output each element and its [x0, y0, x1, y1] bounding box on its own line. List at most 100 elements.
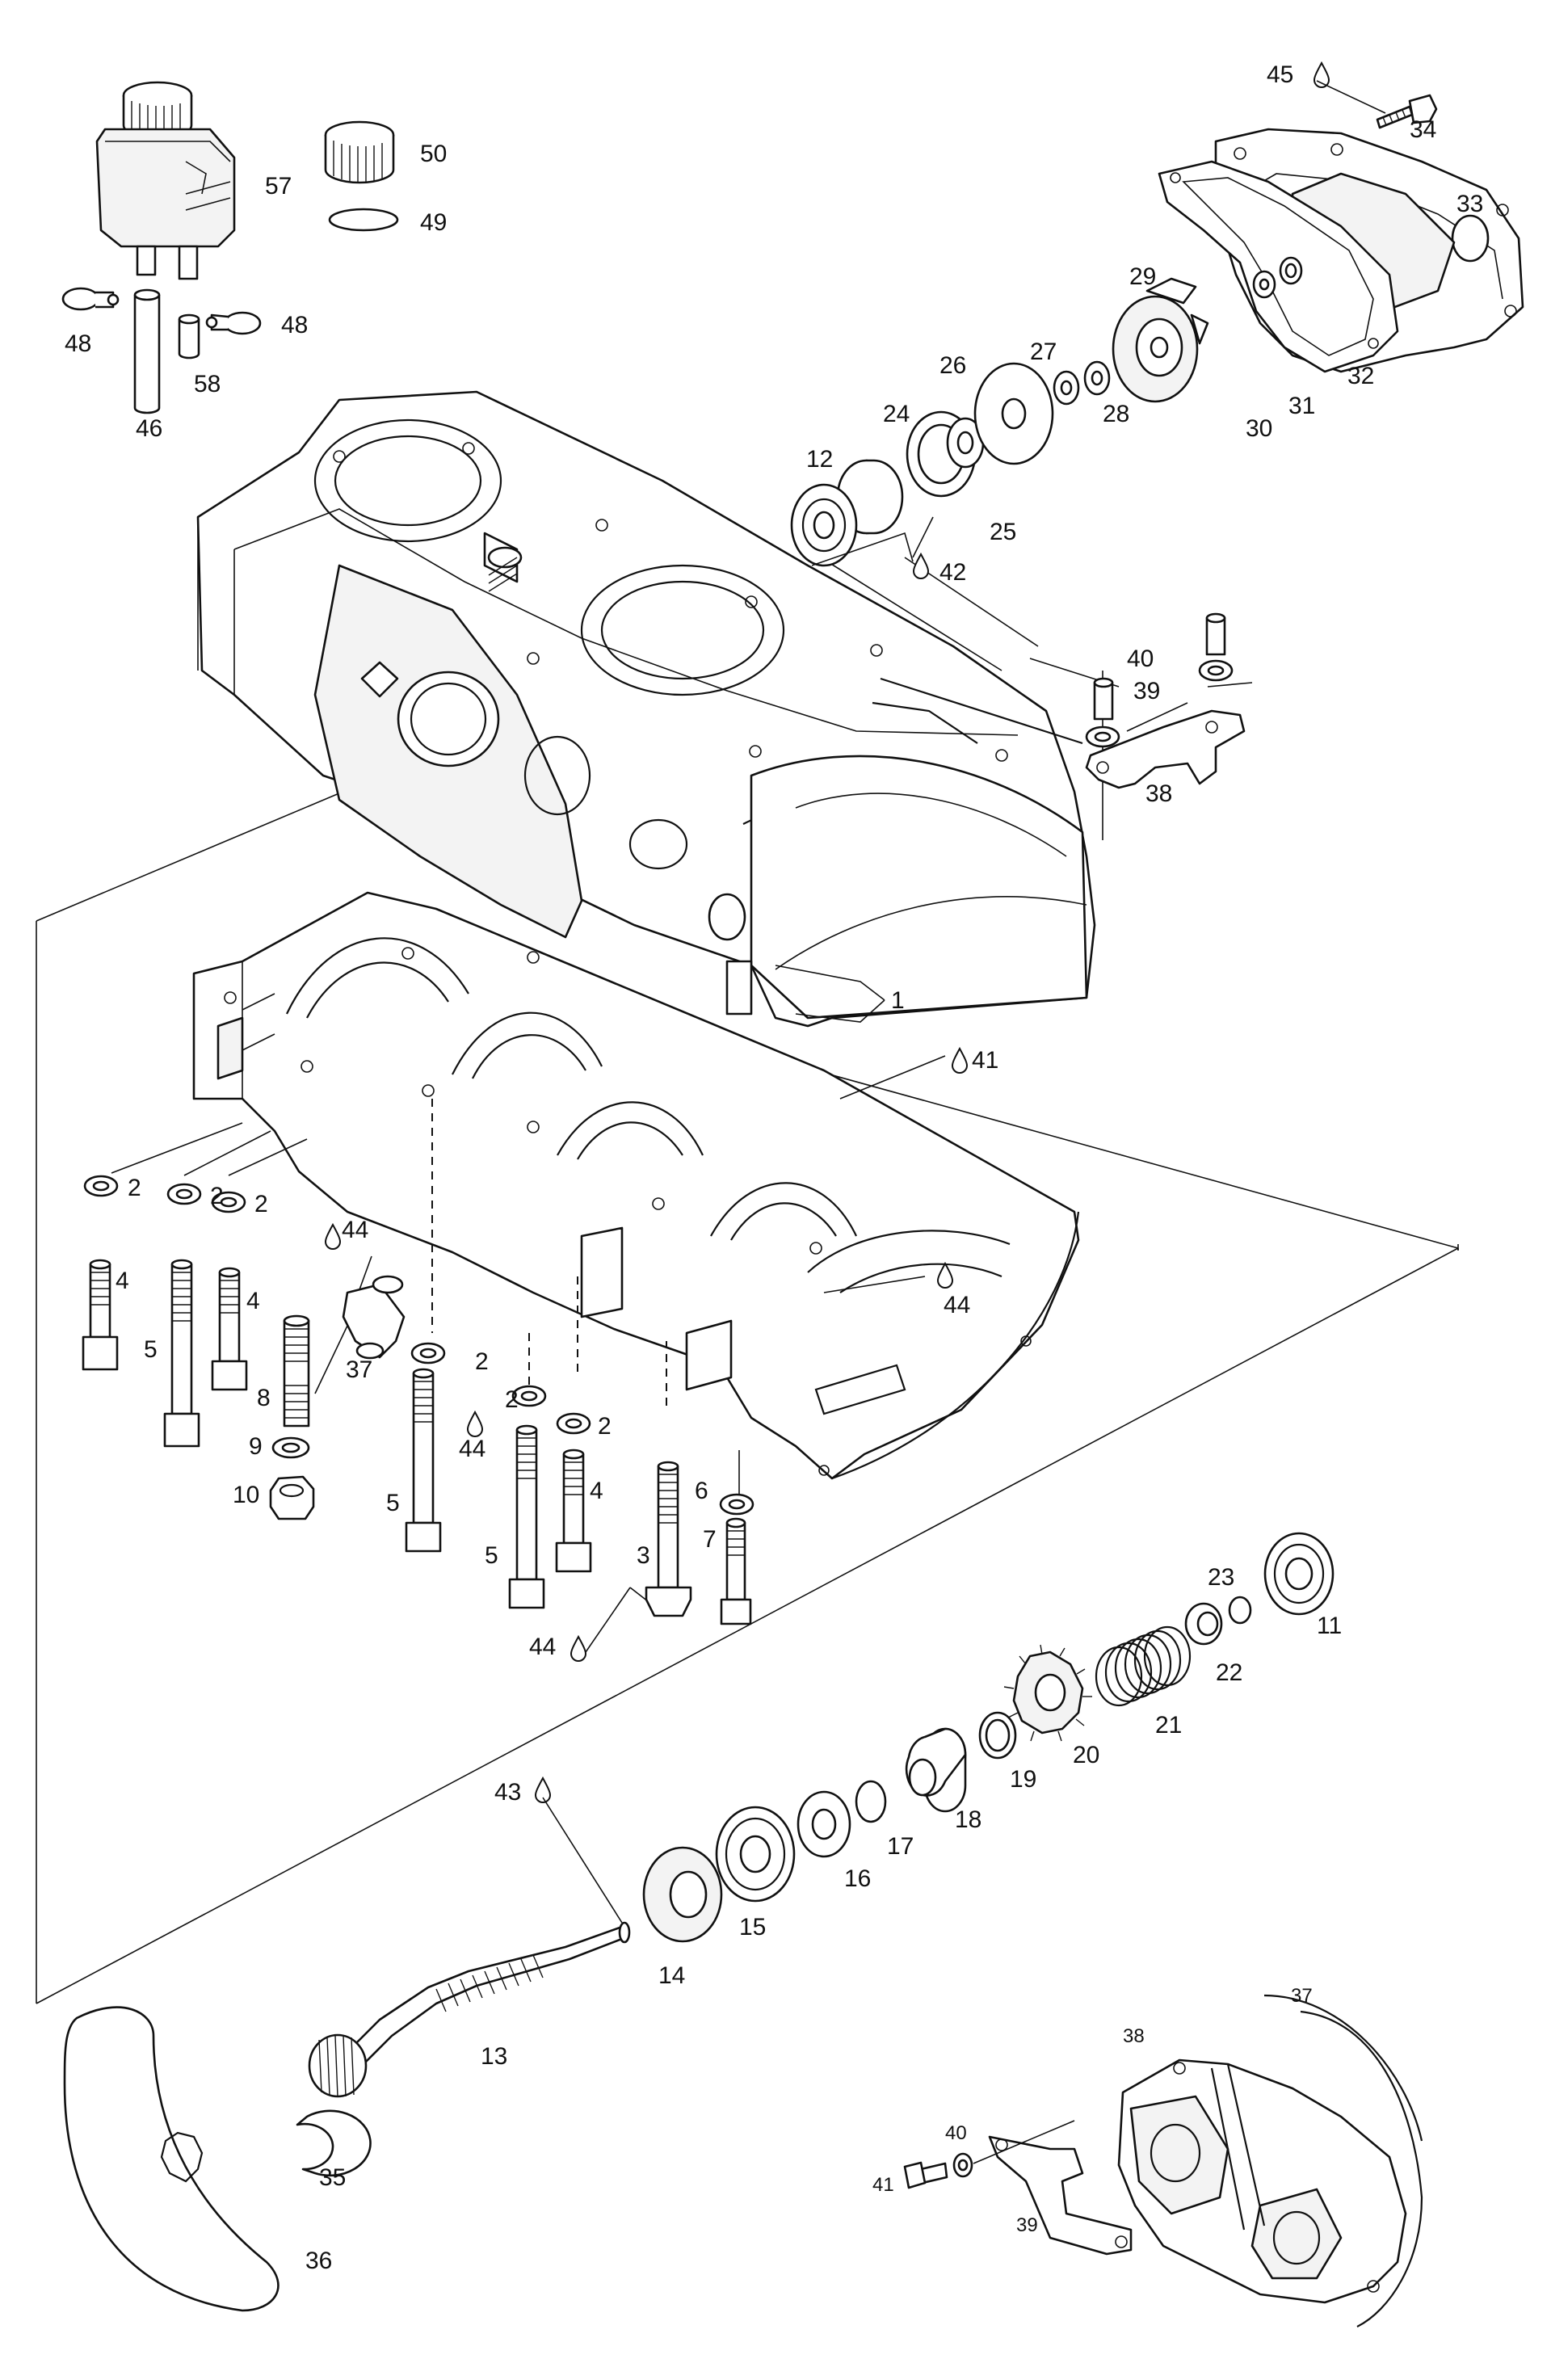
label-25: 25 — [990, 519, 1016, 545]
label-29: 29 — [1129, 263, 1156, 290]
disc-26 — [973, 362, 1054, 465]
housing-assembly-37 — [1117, 1994, 1423, 2327]
label-36: 36 — [305, 2248, 332, 2274]
lock-washer-9 — [271, 1436, 310, 1459]
label-39-a: 39 — [1133, 678, 1160, 704]
bolt-40-a — [1205, 612, 1226, 656]
label-12: 12 — [806, 446, 833, 473]
seal-14 — [642, 1846, 723, 1943]
label-34: 34 — [1410, 116, 1436, 143]
circlip-17 — [855, 1780, 887, 1823]
seal-31 — [1279, 256, 1303, 285]
label-49: 49 — [420, 209, 447, 236]
label-11: 11 — [1317, 1613, 1342, 1639]
label-8: 8 — [257, 1385, 271, 1411]
label-38-b: 38 — [1123, 2025, 1145, 2047]
washer-30 — [1252, 270, 1276, 299]
leader-line-42 — [811, 532, 914, 566]
lubricant-drop-42-icon — [913, 553, 929, 579]
label-2-f: 2 — [598, 1413, 612, 1440]
label-38-a: 38 — [1145, 780, 1172, 807]
washer-39-a — [1198, 659, 1234, 682]
label-32: 32 — [1347, 363, 1374, 389]
label-44-d: 44 — [529, 1634, 556, 1660]
bracket-39 — [988, 2135, 1133, 2256]
hose-clamp-48-right — [205, 311, 262, 335]
lubricant-drop-43-icon — [535, 1777, 551, 1803]
label-16: 16 — [844, 1865, 871, 1892]
label-6: 6 — [695, 1478, 708, 1504]
label-13: 13 — [481, 2043, 507, 2070]
label-4-a: 4 — [116, 1268, 129, 1294]
washer-2-d — [410, 1342, 446, 1365]
label-39-b: 39 — [1016, 2214, 1038, 2236]
label-50: 50 — [420, 141, 447, 167]
bushing-18 — [905, 1727, 967, 1813]
elbow-fitting-37 — [342, 1275, 406, 1360]
label-17: 17 — [887, 1833, 914, 1860]
upper-crankcase-half — [196, 390, 1096, 1028]
ring-19 — [978, 1711, 1017, 1760]
label-35: 35 — [319, 2164, 346, 2191]
gear-20 — [1003, 1644, 1092, 1742]
lubricant-drop-44-c-icon — [467, 1411, 483, 1437]
lower-crankcase-half — [192, 891, 1080, 1480]
washer-25 — [946, 417, 985, 469]
label-2-d: 2 — [475, 1348, 489, 1375]
label-22: 22 — [1216, 1659, 1242, 1686]
washer-28 — [1083, 360, 1111, 396]
drive-shaft-13 — [308, 1921, 631, 2098]
label-21: 21 — [1155, 1712, 1182, 1739]
label-1: 1 — [891, 987, 905, 1014]
label-5-c: 5 — [485, 1542, 498, 1569]
bolt-4-a — [82, 1259, 119, 1371]
bracket-38 — [1085, 709, 1246, 789]
washer-6 — [719, 1493, 754, 1516]
label-57: 57 — [265, 173, 292, 200]
bolt-34 — [1376, 94, 1438, 129]
washer-2-b — [166, 1183, 202, 1205]
label-4-b: 4 — [246, 1288, 260, 1314]
label-48-a: 48 — [65, 330, 91, 357]
part-number-labels: 1 2 2 2 2 2 2 3 4 4 4 5 5 5 6 7 8 9 10 1… — [65, 61, 1483, 2274]
hose-clamp-48-left — [61, 287, 120, 311]
label-31: 31 — [1288, 393, 1315, 419]
washer-40-lower — [952, 2152, 973, 2178]
stud-8 — [283, 1314, 310, 1428]
washer-16 — [797, 1790, 851, 1858]
bolt-4-c — [555, 1449, 592, 1573]
washer-27 — [1053, 370, 1080, 406]
label-2-b: 2 — [210, 1183, 224, 1209]
circlip-23 — [1228, 1596, 1252, 1625]
label-23: 23 — [1208, 1564, 1234, 1591]
label-43: 43 — [494, 1779, 521, 1806]
label-4-c: 4 — [590, 1478, 603, 1504]
bolt-7 — [720, 1517, 752, 1625]
label-37-a: 37 — [346, 1356, 372, 1383]
label-20: 20 — [1073, 1742, 1099, 1768]
label-40-b: 40 — [945, 2122, 967, 2144]
label-45: 45 — [1267, 61, 1293, 88]
bolt-5-b — [405, 1368, 442, 1553]
splined-cover-36 — [63, 2006, 280, 2312]
leader-line-45 — [1316, 80, 1386, 114]
label-18: 18 — [955, 1806, 981, 1833]
label-33: 33 — [1456, 191, 1483, 217]
bolt-5-c — [508, 1424, 545, 1609]
flange-bolt-3 — [645, 1461, 692, 1617]
label-28: 28 — [1103, 401, 1129, 427]
label-19: 19 — [1010, 1766, 1036, 1793]
label-41-b: 41 — [872, 2174, 894, 2196]
label-10: 10 — [233, 1482, 259, 1508]
lubricant-drop-44-d-icon — [570, 1636, 586, 1662]
label-2-e: 2 — [505, 1386, 519, 1413]
label-14: 14 — [658, 1962, 685, 1989]
label-5-b: 5 — [386, 1490, 400, 1516]
label-37-b: 37 — [1291, 1985, 1313, 2007]
bolt-4-b — [211, 1267, 248, 1391]
washer-2-a — [83, 1175, 119, 1197]
oil-reservoir-57 — [95, 81, 236, 280]
bolt-5-a — [163, 1259, 200, 1448]
label-2-c: 2 — [254, 1191, 268, 1217]
